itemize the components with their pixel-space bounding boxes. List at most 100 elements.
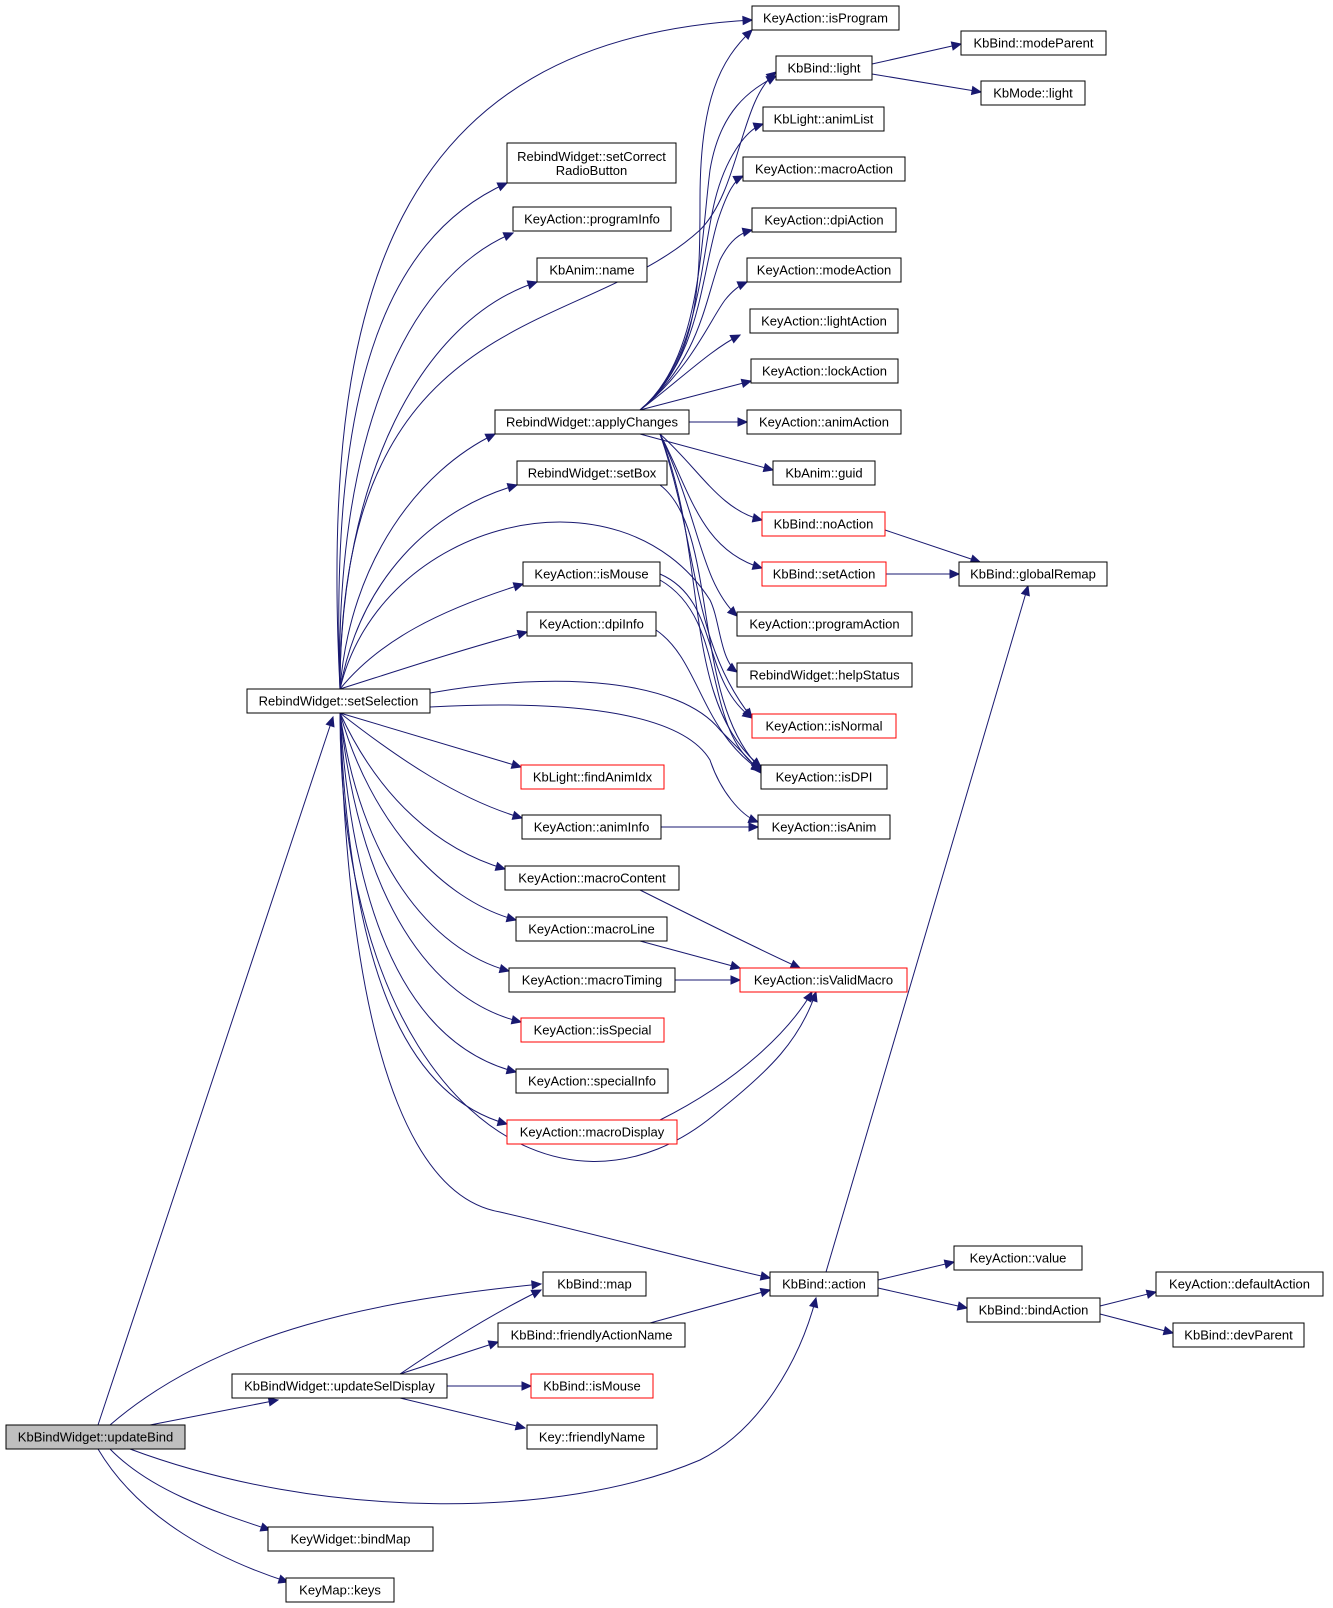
node-box[interactable] [751, 713, 897, 739]
node-box[interactable] [521, 814, 662, 840]
node-programAction[interactable]: KeyAction::programAction [736, 611, 913, 637]
node-updateSelDisplay[interactable]: KbBindWidget::updateSelDisplay [231, 1373, 448, 1399]
node-isSpecial[interactable]: KeyAction::isSpecial [520, 1017, 665, 1043]
node-isMouse[interactable]: KeyAction::isMouse [522, 561, 661, 587]
node-updateBind[interactable]: KbBindWidget::updateBind [5, 1424, 186, 1450]
node-defaultAction[interactable]: KeyAction::defaultAction [1155, 1271, 1324, 1297]
node-box[interactable] [980, 80, 1086, 106]
node-box[interactable] [504, 865, 680, 891]
node-box[interactable] [953, 1245, 1083, 1271]
node-macroDisplay[interactable]: KeyAction::macroDisplay [506, 1119, 678, 1145]
node-box[interactable] [285, 1577, 395, 1603]
node-box[interactable] [497, 1322, 686, 1348]
node-bindAction[interactable]: KbBind::bindAction [966, 1297, 1101, 1323]
node-box[interactable] [746, 409, 902, 435]
node-setAction[interactable]: KbBind::setAction [761, 561, 887, 587]
node-box[interactable] [526, 611, 657, 637]
node-box[interactable] [5, 1424, 186, 1450]
node-box[interactable] [751, 5, 900, 31]
node-box[interactable] [762, 106, 885, 132]
node-box[interactable] [506, 142, 677, 184]
node-action[interactable]: KbBind::action [769, 1271, 879, 1297]
node-isNormal[interactable]: KeyAction::isNormal [751, 713, 897, 739]
node-noAction[interactable]: KbBind::noAction [761, 511, 886, 537]
node-box[interactable] [508, 967, 676, 993]
node-lockAction[interactable]: KeyAction::lockAction [750, 358, 899, 384]
node-box[interactable] [516, 460, 668, 486]
node-box[interactable] [536, 257, 648, 283]
node-isValidMacro[interactable]: KeyAction::isValidMacro [739, 967, 908, 993]
node-globalRemap[interactable]: KbBind::globalRemap [958, 561, 1108, 587]
node-box[interactable] [506, 1119, 678, 1145]
node-mapN[interactable]: KbBind::map [542, 1271, 647, 1297]
node-box[interactable] [231, 1373, 448, 1399]
node-keys[interactable]: KeyMap::keys [285, 1577, 395, 1603]
node-box[interactable] [526, 1424, 658, 1450]
node-box[interactable] [246, 688, 431, 714]
node-findAnimIdx[interactable]: KbLight::findAnimIdx [520, 764, 665, 790]
node-animList[interactable]: KbLight::animList [762, 106, 885, 132]
node-dpiInfo[interactable]: KeyAction::dpiInfo [526, 611, 657, 637]
node-box[interactable] [746, 257, 902, 283]
node-setBox[interactable]: RebindWidget::setBox [516, 460, 668, 486]
node-box[interactable] [757, 814, 891, 840]
node-box[interactable] [966, 1297, 1101, 1323]
node-box[interactable] [775, 55, 873, 81]
node-box[interactable] [960, 30, 1107, 56]
node-animName[interactable]: KbAnim::name [536, 257, 648, 283]
node-box[interactable] [530, 1373, 654, 1399]
node-box[interactable] [761, 511, 886, 537]
node-dpiAction[interactable]: KeyAction::dpiAction [751, 207, 897, 233]
node-helpStatus[interactable]: RebindWidget::helpStatus [736, 662, 913, 688]
node-box[interactable] [958, 561, 1108, 587]
node-box[interactable] [742, 156, 906, 182]
node-box[interactable] [750, 358, 899, 384]
node-isAnim[interactable]: KeyAction::isAnim [757, 814, 891, 840]
node-guid[interactable]: KbAnim::guid [772, 460, 876, 486]
node-box[interactable] [1172, 1322, 1305, 1348]
node-box[interactable] [736, 662, 913, 688]
node-box[interactable] [520, 764, 665, 790]
node-box[interactable] [769, 1271, 879, 1297]
node-modeLight[interactable]: KbMode::light [980, 80, 1086, 106]
node-box[interactable] [494, 409, 690, 435]
node-macroAction[interactable]: KeyAction::macroAction [742, 156, 906, 182]
node-animAction[interactable]: KeyAction::animAction [746, 409, 902, 435]
node-bindMap[interactable]: KeyWidget::bindMap [267, 1526, 434, 1552]
node-box[interactable] [749, 308, 899, 334]
node-setSelection[interactable]: RebindWidget::setSelection [246, 688, 431, 714]
node-box[interactable] [1155, 1271, 1324, 1297]
node-box[interactable] [760, 764, 888, 790]
node-box[interactable] [751, 207, 897, 233]
node-box[interactable] [542, 1271, 647, 1297]
node-box[interactable] [512, 206, 672, 232]
node-macroTiming[interactable]: KeyAction::macroTiming [508, 967, 676, 993]
node-macroContent[interactable]: KeyAction::macroContent [504, 865, 680, 891]
node-modeAction[interactable]: KeyAction::modeAction [746, 257, 902, 283]
node-kbIsMouse[interactable]: KbBind::isMouse [530, 1373, 654, 1399]
node-kbLight[interactable]: KbBind::light [775, 55, 873, 81]
node-box[interactable] [515, 916, 668, 942]
node-box[interactable] [520, 1017, 665, 1043]
node-programInfo[interactable]: KeyAction::programInfo [512, 206, 672, 232]
node-friendlyName[interactable]: Key::friendlyName [526, 1424, 658, 1450]
node-box[interactable] [522, 561, 661, 587]
node-macroLine[interactable]: KeyAction::macroLine [515, 916, 668, 942]
node-devParent[interactable]: KbBind::devParent [1172, 1322, 1305, 1348]
node-modeParent[interactable]: KbBind::modeParent [960, 30, 1107, 56]
node-friendlyActionName[interactable]: KbBind::friendlyActionName [497, 1322, 686, 1348]
node-specialInfo[interactable]: KeyAction::specialInfo [515, 1068, 669, 1094]
node-box[interactable] [267, 1526, 434, 1552]
node-lightAction[interactable]: KeyAction::lightAction [749, 308, 899, 334]
node-box[interactable] [772, 460, 876, 486]
node-value[interactable]: KeyAction::value [953, 1245, 1083, 1271]
node-animInfo[interactable]: KeyAction::animInfo [521, 814, 662, 840]
node-applyChanges[interactable]: RebindWidget::applyChanges [494, 409, 690, 435]
node-box[interactable] [761, 561, 887, 587]
node-isProgram[interactable]: KeyAction::isProgram [751, 5, 900, 31]
node-box[interactable] [515, 1068, 669, 1094]
node-isDPI[interactable]: KeyAction::isDPI [760, 764, 888, 790]
node-box[interactable] [736, 611, 913, 637]
node-box[interactable] [739, 967, 908, 993]
